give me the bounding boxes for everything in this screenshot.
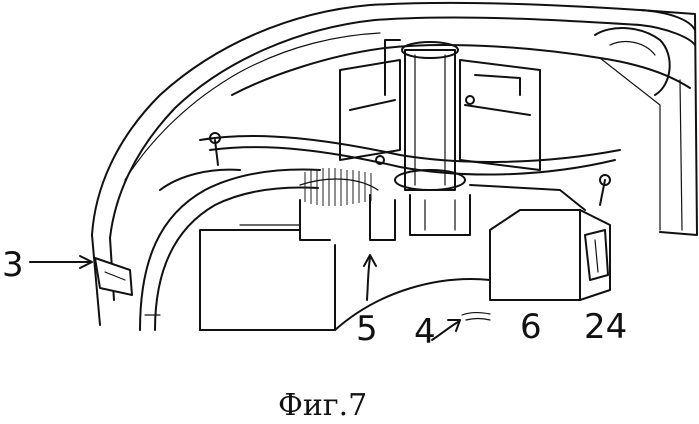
- label-ref-5: 5: [356, 309, 378, 349]
- label-ref-6: 6: [520, 307, 542, 347]
- label-ref-3: 3: [2, 245, 24, 285]
- label-ref-24: 24: [584, 307, 627, 347]
- label-ref-4: 4: [414, 312, 436, 352]
- housing-shell: [92, 3, 697, 325]
- figure-caption: Фиг.7: [278, 388, 367, 423]
